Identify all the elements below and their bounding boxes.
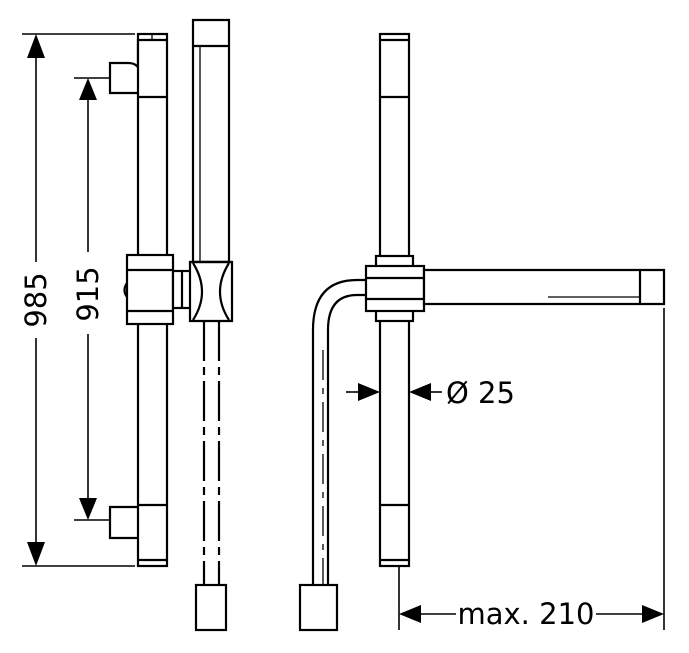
label-max-depth: max. 210: [458, 597, 595, 631]
dimension-max-depth: max. 210: [398, 308, 665, 631]
hose-front: [194, 321, 228, 632]
lower-wall-bracket: [108, 505, 142, 540]
hose-side: [298, 278, 366, 632]
label-985: 985: [19, 272, 53, 327]
hand-shower-side: [422, 268, 666, 306]
slider-front: [123, 253, 193, 326]
hand-shower-front: [188, 18, 234, 323]
label-diameter: Ø 25: [446, 376, 515, 410]
dimension-915: 915: [71, 77, 110, 521]
front-view: [108, 18, 234, 632]
slider-side: [364, 254, 426, 323]
dimension-985: 985: [19, 33, 135, 567]
dimension-diameter: Ø 25: [346, 376, 515, 410]
label-915: 915: [71, 266, 105, 321]
side-view: [298, 32, 666, 632]
